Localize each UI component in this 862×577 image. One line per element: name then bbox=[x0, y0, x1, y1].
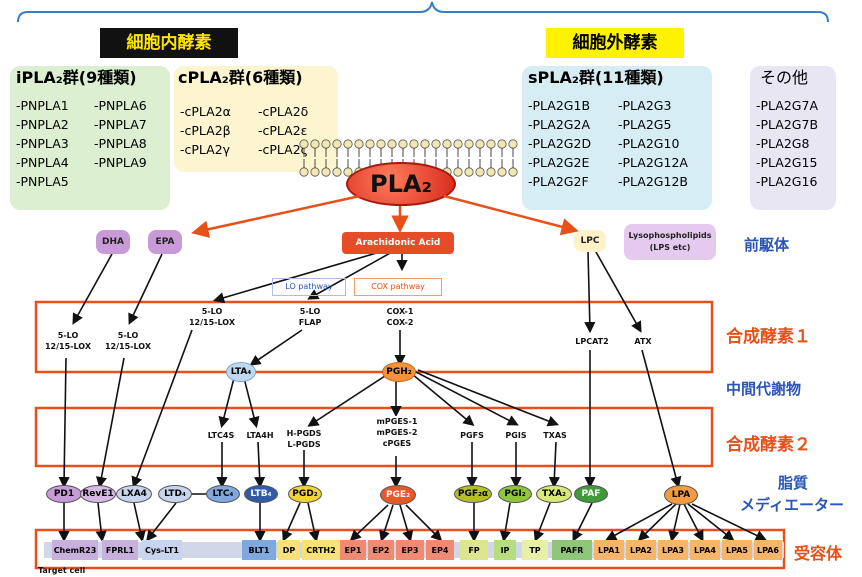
spla2-list-1: -PLA2G1B -PLA2G2A -PLA2G2D -PLA2G2E -PLA… bbox=[528, 98, 592, 189]
ipla2-list-2: -PNPLA6 -PNPLA7 -PNPLA8 -PNPLA9 bbox=[94, 98, 147, 170]
receptor-dp: DP bbox=[278, 540, 300, 560]
txas-label: TXAS bbox=[540, 430, 570, 441]
lpcat2-enzyme-label: LPCAT2 bbox=[570, 336, 614, 347]
atx-enzyme-label: ATX bbox=[630, 336, 656, 347]
receptor-lpa4: LPA4 bbox=[690, 540, 720, 560]
receptor-pafr: PAFR bbox=[552, 540, 592, 560]
lpc-node: LPC bbox=[574, 230, 606, 252]
lta4h-label: LTA4H bbox=[244, 430, 276, 441]
cox-enzyme-label: COX-1 COX-2 bbox=[380, 306, 420, 328]
receptor-crth2: CRTH2 bbox=[302, 540, 340, 560]
ipla2-group: iPLA₂群(9種類) -PNPLA1 -PNPLA2 -PNPLA3 -PNP… bbox=[10, 66, 170, 210]
receptor-ep4: EP4 bbox=[426, 540, 454, 560]
others-list: -PLA2G7A -PLA2G7B -PLA2G8 -PLA2G15 -PLA2… bbox=[756, 98, 819, 189]
cpla2-group: cPLA₂群(6種類) -cPLA2α -cPLA2β -cPLA2γ -cPL… bbox=[174, 66, 338, 172]
mediator-paf: PAF bbox=[574, 485, 608, 503]
mediator-pge2: PGE₂ bbox=[380, 485, 416, 505]
receptor-tp: TP bbox=[522, 540, 548, 560]
dha-node: DHA bbox=[96, 230, 130, 254]
lo-pathway-label: LO pathway bbox=[272, 278, 346, 296]
receptor-lpa2: LPA2 bbox=[626, 540, 656, 560]
receptor-ip: IP bbox=[494, 540, 516, 560]
pgfs-label: PGFS bbox=[458, 430, 486, 441]
target-cell-label: Target cell bbox=[38, 566, 86, 575]
mediator-pgi2: PGI₂ bbox=[498, 485, 532, 503]
mediator-ltc4: LTC₄ bbox=[206, 485, 240, 503]
spla2-group: sPLA₂群(11種類) -PLA2G1B -PLA2G2A -PLA2G2D … bbox=[522, 66, 712, 210]
side-label-precursor: 前駆体 bbox=[744, 236, 790, 254]
pgds-label: H-PGDS L-PGDS bbox=[282, 428, 326, 450]
others-group: その他 -PLA2G7A -PLA2G7B -PLA2G8 -PLA2G15 -… bbox=[750, 66, 836, 210]
receptor-lpa6: LPA6 bbox=[754, 540, 782, 560]
ipla2-title: iPLA₂群(9種類) bbox=[16, 68, 137, 87]
extracellular-tag: 細胞外酵素 bbox=[546, 28, 684, 58]
mediator-ltb4: LTB₄ bbox=[244, 485, 278, 503]
receptor-ep2: EP2 bbox=[368, 540, 394, 560]
lysophospholipids-node: Lysophospholipids (LPS etc) bbox=[624, 224, 716, 260]
receptor-ep1: EP1 bbox=[340, 540, 366, 560]
receptor-lpa5: LPA5 bbox=[722, 540, 752, 560]
pgh2-node: PGH₂ bbox=[382, 362, 416, 382]
epa-enzyme-label: 5-LO 12/15-LOX bbox=[98, 330, 158, 352]
mediator-txa2: TXA₂ bbox=[536, 485, 572, 503]
receptor-fp: FP bbox=[460, 540, 488, 560]
mediator-lpa: LPA bbox=[664, 485, 698, 505]
receptor-chemr23: ChemR23 bbox=[52, 540, 98, 560]
mediator-pgf2a: PGF₂α bbox=[454, 485, 492, 503]
flap-enzyme-label: 5-LO FLAP bbox=[290, 306, 330, 328]
cox-pathway-label: COX pathway bbox=[354, 278, 442, 296]
mediator-lxa4: LXA4 bbox=[116, 485, 152, 503]
pgis-label: PGIS bbox=[502, 430, 530, 441]
arachidonic-acid-node: Arachidonic Acid bbox=[342, 232, 454, 254]
side-label-enzyme1: 合成酵素１ bbox=[726, 327, 811, 347]
pla2-enzyme: PLA₂ bbox=[346, 162, 456, 206]
mediator-reve1: RevE1 bbox=[80, 485, 116, 503]
receptor-cys-lt1: Cys-LT1 bbox=[142, 540, 182, 560]
side-label-mediator: メディエーター bbox=[740, 496, 844, 514]
side-label-intermediate: 中間代謝物 bbox=[726, 380, 802, 398]
cpla2-title: cPLA₂群(6種類) bbox=[178, 68, 303, 87]
receptor-blt1: BLT1 bbox=[242, 540, 276, 560]
dha-enzyme-label: 5-LO 12/15-LOX bbox=[38, 330, 98, 352]
mediator-pd1: PD1 bbox=[46, 485, 82, 503]
side-label-receptor: 受容体 bbox=[794, 544, 843, 563]
others-title: その他 bbox=[760, 68, 809, 87]
mediator-ltd4: LTD₄ bbox=[158, 485, 192, 503]
receptor-fprl1: FPRL1 bbox=[102, 540, 138, 560]
receptor-lpa3: LPA3 bbox=[658, 540, 688, 560]
lta4-node: LTA₄ bbox=[226, 362, 256, 382]
spla2-list-2: -PLA2G3 -PLA2G5 -PLA2G10 -PLA2G12A -PLA2… bbox=[618, 98, 688, 189]
aa-lo-enzyme-label: 5-LO 12/15-LOX bbox=[182, 306, 242, 328]
pges-label: mPGES-1 mPGES-2 cPGES bbox=[370, 416, 424, 449]
top-bracket bbox=[17, 1, 829, 23]
epa-node: EPA bbox=[148, 230, 182, 254]
receptor-lpa1: LPA1 bbox=[594, 540, 624, 560]
spla2-title: sPLA₂群(11種類) bbox=[528, 68, 664, 87]
cpla2-list-2: -cPLA2δ -cPLA2ε -cPLA2ζ bbox=[258, 104, 309, 157]
side-label-lipid: 脂質 bbox=[778, 474, 809, 492]
intracellular-tag: 細胞内酵素 bbox=[100, 28, 238, 58]
ipla2-list-1: -PNPLA1 -PNPLA2 -PNPLA3 -PNPLA4 -PNPLA5 bbox=[16, 98, 69, 189]
ltc4s-label: LTC4S bbox=[206, 430, 236, 441]
mediator-pgd2: PGD₂ bbox=[288, 485, 322, 503]
receptor-ep3: EP3 bbox=[396, 540, 424, 560]
side-label-enzyme2: 合成酵素２ bbox=[726, 435, 811, 455]
cpla2-list-1: -cPLA2α -cPLA2β -cPLA2γ bbox=[180, 104, 231, 157]
